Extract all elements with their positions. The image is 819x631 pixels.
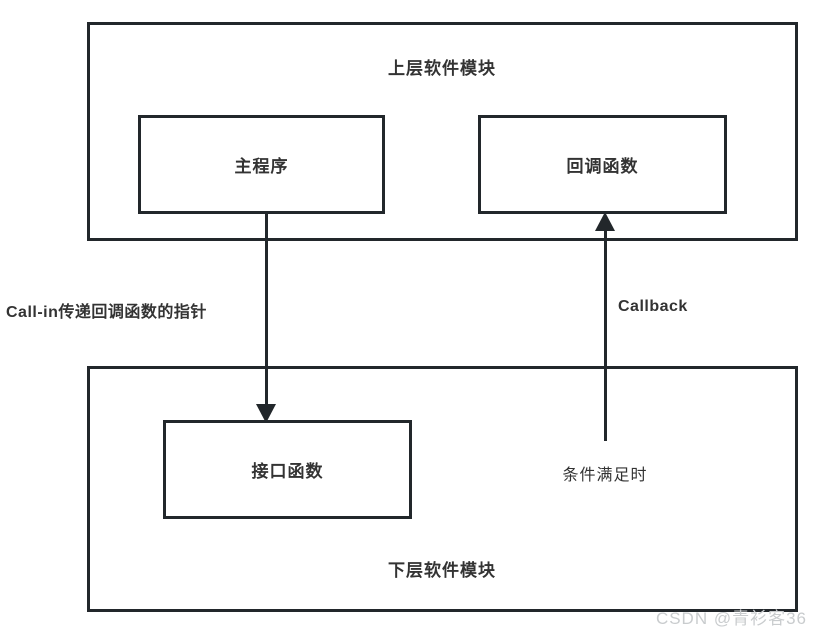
- watermark: CSDN @青衫客36: [655, 609, 807, 628]
- arrow-up-icon: [595, 212, 615, 231]
- callback-connector-line: [604, 225, 607, 441]
- call-in-connector-line: [265, 213, 268, 408]
- main-program-label: 主程序: [234, 157, 289, 176]
- callback-edge-label: Callback: [618, 298, 688, 315]
- main-program-box[interactable]: 主程序: [138, 115, 385, 214]
- arrow-down-icon: [256, 404, 276, 423]
- lower-module-title: 下层软件模块: [388, 561, 496, 580]
- call-in-edge-label: Call-in传递回调函数的指针: [6, 304, 207, 321]
- upper-module-title: 上层软件模块: [388, 59, 496, 78]
- interface-function-label: 接口函数: [251, 462, 324, 481]
- condition-note-label: 条件满足时: [562, 467, 648, 484]
- interface-function-box[interactable]: 接口函数: [163, 420, 412, 519]
- callback-function-box[interactable]: 回调函数: [478, 115, 727, 214]
- callback-function-label: 回调函数: [566, 157, 639, 176]
